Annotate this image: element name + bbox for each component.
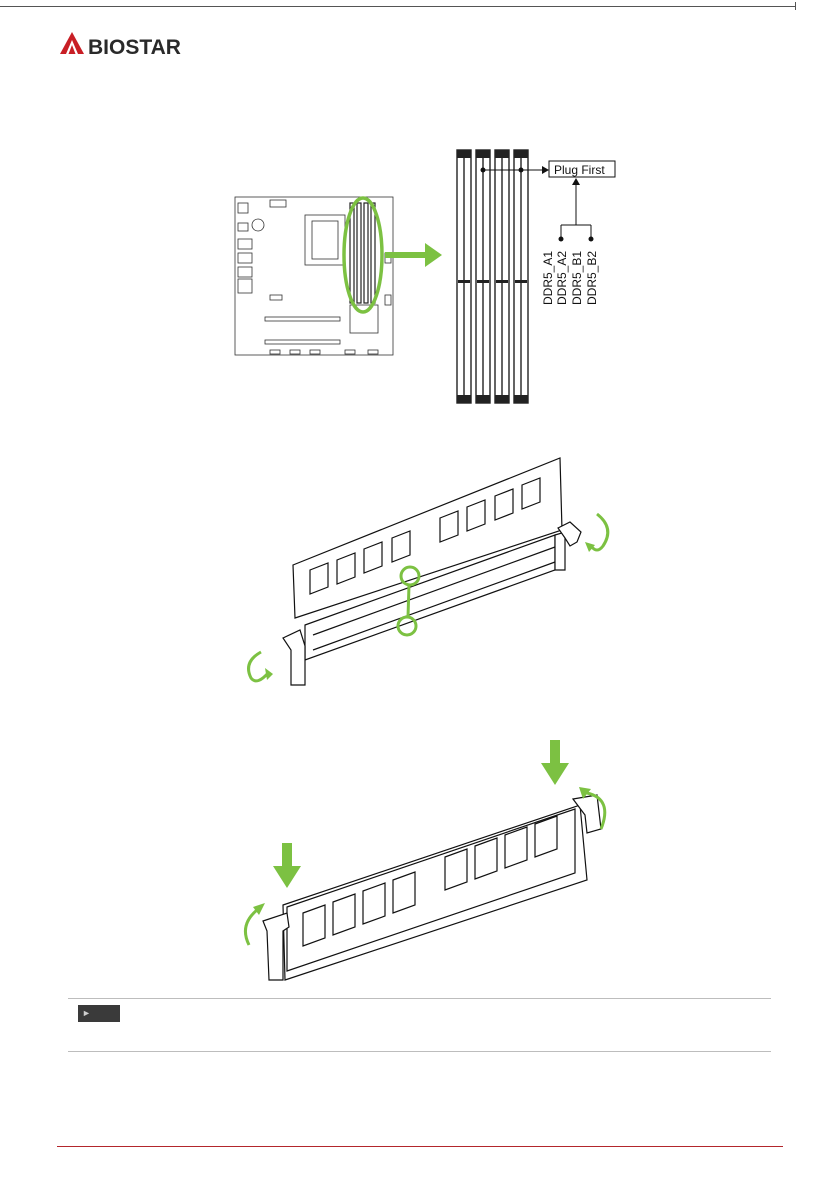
bottom-rule [57,1146,783,1147]
biostar-logo: BIOSTAR [58,30,198,64]
green-arrow-icon [385,243,442,267]
slot-label-b1: DDR5_B1 [570,251,584,305]
alignment-line [408,585,409,617]
slot-label-a1: DDR5_A1 [541,251,555,305]
left-clip [283,630,305,685]
plug-first-label: Plug First [554,163,605,177]
play-triangle-icon: ► [82,1008,91,1018]
top-rule [0,6,795,7]
module-press-illustration [225,735,625,990]
biostar-triangle-icon [60,32,84,54]
note-box: ► [68,998,771,1052]
slot-label-a2: DDR5_A2 [555,251,569,305]
dimm-slot-diagram: Plug First DDR5_A1 DDR5_A2 DDR5_B1 DDR5_… [230,145,630,410]
slot-label-b2: DDR5_B2 [585,251,599,305]
top-rule-end [795,2,796,10]
logo-text: BIOSTAR [88,36,181,59]
slot-labels: DDR5_A1 DDR5_A2 DDR5_B1 DDR5_B2 [541,251,599,305]
rotate-arrowhead-left [265,668,273,680]
dimm-slots-enlarged [457,150,528,403]
module-insert-illustration [225,450,625,695]
motherboard-illustration [235,197,393,355]
note-tag: ► [78,1005,120,1022]
